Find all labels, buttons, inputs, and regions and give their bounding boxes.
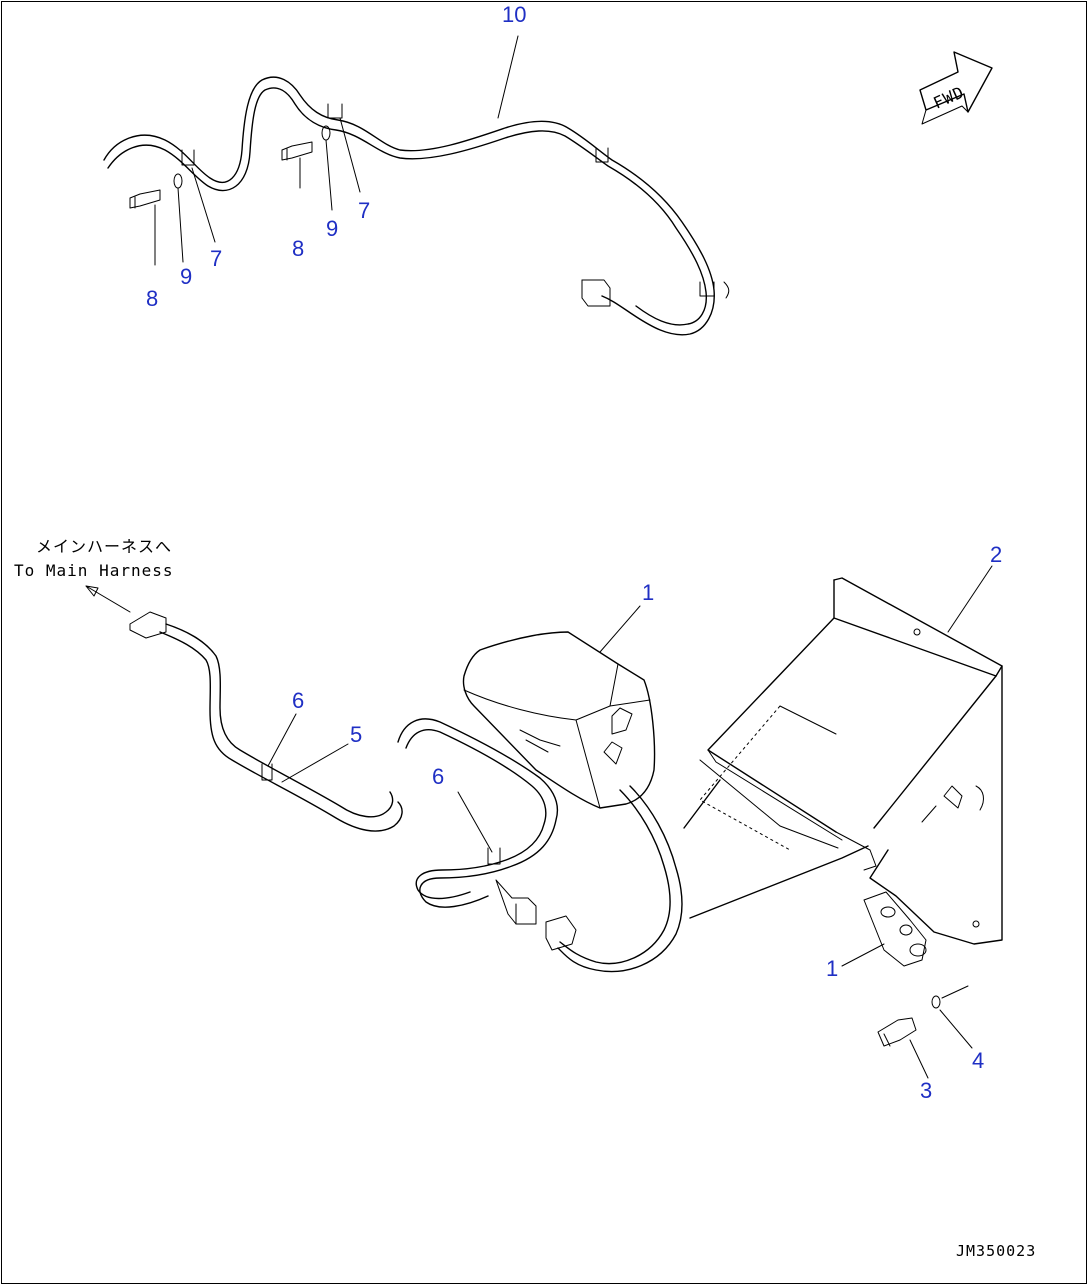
note-to-main-harness: メインハーネスへ To Main Harness [14, 537, 174, 613]
callout-9-left: 9 [180, 264, 192, 289]
fwd-arrow-icon: FWD [919, 51, 993, 125]
drawing-reference: JM350023 [956, 1242, 1036, 1260]
callout-7-left: 7 [210, 246, 222, 271]
callout-8-left: 8 [146, 286, 158, 311]
leader-2 [947, 565, 993, 633]
callout-4: 4 [972, 1048, 984, 1073]
note-jp: メインハーネスへ [36, 537, 172, 556]
callout-6-center: 6 [432, 764, 444, 789]
leader-6b [457, 791, 493, 853]
callout-3: 3 [920, 1078, 932, 1103]
note-en: To Main Harness [14, 561, 174, 580]
bolt-3 [877, 1017, 929, 1079]
callout-1-mount: 1 [826, 956, 838, 981]
leader-1a [599, 605, 641, 653]
callout-8-right: 8 [292, 236, 304, 261]
callout-7-right: 7 [358, 198, 370, 223]
callout-1-lamp: 1 [642, 580, 654, 605]
callout-2: 2 [990, 542, 1002, 567]
fwd-label: FWD [930, 82, 967, 112]
bolt-washer-set-left [129, 167, 216, 266]
wire-harness-top [103, 76, 730, 336]
leader-6a [267, 713, 297, 767]
callout-5: 5 [350, 722, 362, 747]
work-lamp [462, 631, 656, 809]
leader-5 [281, 743, 349, 783]
leader-1b [841, 943, 885, 967]
callout-9-right: 9 [326, 216, 338, 241]
callout-6-left: 6 [292, 688, 304, 713]
mounting-bracket [683, 577, 1003, 967]
leader-10 [497, 35, 519, 119]
bolt-washer-set-right [281, 117, 361, 211]
washer-4 [931, 985, 973, 1049]
wire-harness-left [129, 611, 403, 832]
callout-10: 10 [502, 2, 526, 27]
wire-harness-center [397, 718, 683, 973]
